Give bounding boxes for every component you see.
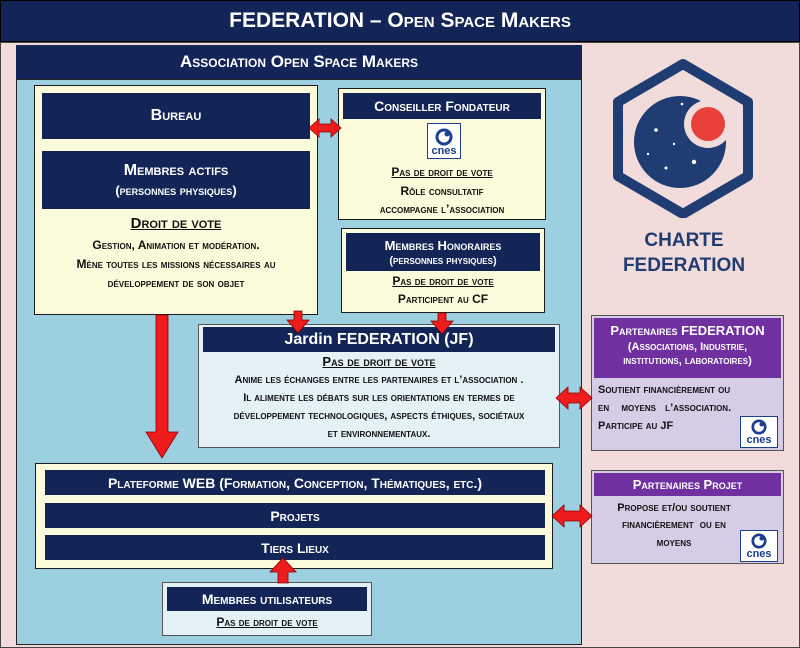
projets-row: Projets	[45, 503, 545, 528]
partenaires-federation-header: Partenaires FEDERATION (Associations, In…	[594, 318, 781, 378]
page-title: FEDERATION – Open Space Makers	[0, 0, 800, 42]
conseiller-line2: accompagne l’association	[379, 202, 505, 216]
membres-honoraires-title: Membres Honoraires	[384, 237, 502, 253]
bureau-label: Bureau	[150, 107, 202, 124]
cnes-logo-text: cnes	[431, 145, 457, 157]
charte-title: CHARTE FEDERATION	[596, 228, 772, 278]
membres-actifs-box: Membres actifs (personnes physiques)	[42, 151, 310, 209]
charte-logo-icon	[613, 59, 753, 218]
plateforme-web-row: Plateforme WEB (Formation, Conception, T…	[45, 470, 545, 495]
membres-utilisateurs-header: Membres utilisateurs	[167, 587, 367, 611]
membres-actifs-title: Membres actifs	[123, 162, 229, 179]
partenaires-federation-line3: Participe au JF	[598, 420, 674, 432]
association-title: Association Open Space Makers	[179, 52, 419, 71]
cnes-logo-text: cnes	[746, 434, 772, 446]
honoraires-vote: Pas de droit de vote	[392, 274, 494, 288]
conseiller-line1: Rôle consultatif	[400, 184, 484, 198]
honoraires-line1: Participent au CF	[397, 292, 489, 306]
page-title-text: FEDERATION – Open Space Makers	[229, 9, 571, 32]
membres-actifs-subtitle: (personnes physiques)	[115, 183, 237, 198]
jardin-federation-title: Jardin FEDERATION (JF)	[284, 330, 474, 348]
tiers-lieux-row: Tiers Lieux	[45, 535, 545, 560]
cnes-logo-partenaires-federation: cnes	[740, 416, 778, 448]
tiers-lieux-label: Tiers Lieux	[261, 539, 329, 556]
plateforme-web-label: Plateforme WEB (Formation, Conception, T…	[107, 474, 483, 491]
membres-actifs-line2: Mène toutes les missions nécessaires au	[76, 257, 276, 271]
jardin-line4: et environnementaux.	[327, 428, 431, 440]
conseiller-vote: Pas de droit de vote	[391, 165, 493, 179]
membres-actifs-line1: Gestion, Animation et modération.	[92, 238, 260, 252]
conseiller-fondateur-header: Conseiller Fondateur	[343, 93, 541, 119]
bureau-box: Bureau	[42, 93, 310, 139]
cnes-emblem-icon	[751, 419, 767, 435]
partenaires-projet-header: Partenaires Projet	[594, 473, 781, 496]
membres-actifs-line3: développement de son objet	[107, 276, 245, 290]
membres-honoraires-header: Membres Honoraires (personnes physiques)	[346, 233, 540, 271]
partenaires-federation-line2: en moyens l’association.	[598, 402, 732, 414]
partenaires-projet-line3: moyens	[656, 537, 692, 549]
charte-line1: CHARTE	[644, 230, 724, 251]
cnes-logo-partenaires-projet: cnes	[740, 530, 778, 562]
partenaires-federation-line1: Soutient financièrement ou	[598, 384, 731, 396]
jardin-federation-header: Jardin FEDERATION (JF)	[203, 327, 555, 352]
jardin-line2: Il alimente les débats sur les orientati…	[243, 392, 515, 404]
cnes-emblem-icon	[435, 128, 453, 146]
partenaires-federation-subtitle1: (Associations, Industrie,	[627, 341, 748, 353]
utilisateurs-vote: Pas de droit de vote	[216, 615, 318, 629]
jardin-line3: développement technologiques, aspects ét…	[233, 410, 525, 422]
cnes-logo-text: cnes	[746, 548, 772, 560]
cnes-logo-conseiller: cnes	[427, 123, 461, 159]
conseiller-fondateur-title: Conseiller Fondateur	[374, 98, 510, 114]
jardin-line1: Anime les échanges entre les partenaires…	[234, 374, 524, 386]
membres-honoraires-subtitle: (personnes physiques)	[389, 254, 497, 267]
projets-label: Projets	[270, 507, 320, 524]
charte-line2: FEDERATION	[622, 255, 746, 276]
partenaires-federation-title: Partenaires FEDERATION	[610, 323, 765, 338]
membres-utilisateurs-title: Membres utilisateurs	[201, 591, 333, 607]
jardin-vote: Pas de droit de vote	[322, 354, 436, 369]
partenaires-federation-subtitle2: institutions, laboratoires)	[623, 355, 752, 367]
partenaires-projet-line2: financièrement ou en	[622, 519, 726, 531]
cnes-emblem-icon	[751, 533, 767, 549]
partenaires-projet-title: Partenaires Projet	[632, 477, 743, 492]
membres-actifs-vote: Droit de vote	[130, 215, 222, 232]
association-header: Association Open Space Makers	[16, 45, 582, 79]
partenaires-projet-line1: Propose et/ou soutient	[617, 502, 731, 514]
